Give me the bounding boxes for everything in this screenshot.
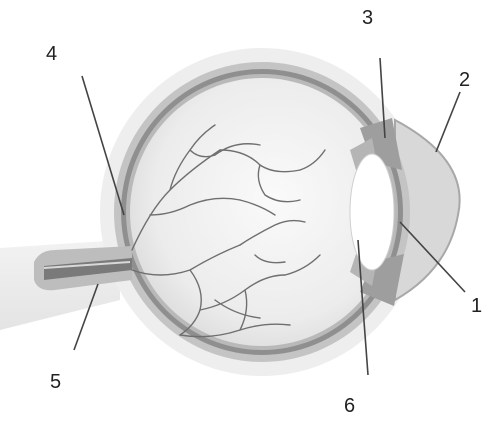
lens (350, 154, 394, 270)
callout-label-2: 2 (459, 69, 470, 91)
leader-line-2 (436, 92, 460, 152)
callout-label-6: 6 (344, 395, 355, 417)
callout-label-4: 4 (46, 43, 57, 65)
callout-label-5: 5 (50, 371, 61, 393)
callout-label-3: 3 (362, 7, 373, 29)
callout-label-1: 1 (471, 295, 482, 317)
